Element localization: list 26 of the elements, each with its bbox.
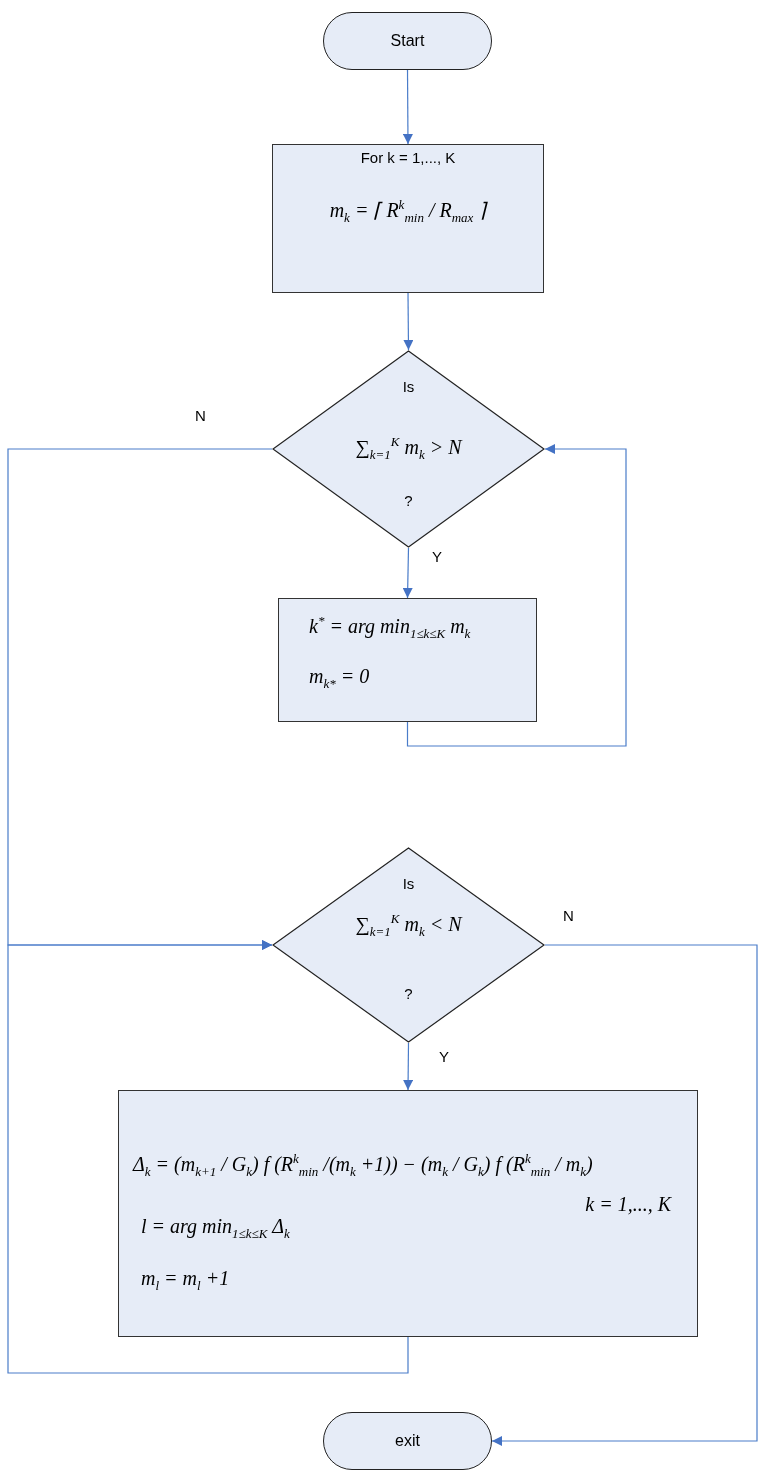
node-label: For k = 1,..., K xyxy=(359,149,457,166)
arrow xyxy=(402,547,413,599)
arrow xyxy=(402,69,413,145)
process-box xyxy=(118,1090,698,1337)
formula: l = arg min$_{1≤k≤K}$ Δ$_{k}$ xyxy=(141,1215,290,1242)
formula: m$_{l}$ = m$_{l}$ +1 xyxy=(141,1267,230,1294)
node-label: Is xyxy=(401,875,416,892)
node-label: ? xyxy=(403,985,414,1002)
formula: Δ$_{k}$ = (m$_{k+1}$ / G$_{k}$) f (R$^{k}$$_{min}$ /(m$_{k}$ +1)) − (m$_{k}$ / G$_{k}$) f (R$^{k}$$_{min}$ / m$_{k}$) xyxy=(133,1151,593,1180)
formula: k = 1,..., K xyxy=(585,1193,671,1216)
formula: m$_{k}$ = ⌈ R$^{k}$$_{min}$ / R$_{max}$ ⌉ xyxy=(328,197,489,226)
arrow xyxy=(7,940,409,1374)
arrow xyxy=(403,292,414,351)
process-box xyxy=(278,598,537,722)
terminal-label: Start xyxy=(390,32,425,50)
arrow xyxy=(491,944,758,1446)
formula: m$_{k*}$ = 0 xyxy=(309,665,370,692)
node-label: Is xyxy=(401,378,416,395)
arrow xyxy=(406,444,627,747)
formula: ∑$_{k=1}$$^{K}$ m$_{k}$ < N xyxy=(354,911,464,940)
node-label: ? xyxy=(403,492,414,509)
formula: k$^{*}$ = arg min$_{1≤k≤K}$ m$_{k}$ xyxy=(309,613,471,642)
formula: ∑$_{k=1}$$^{K}$ m$_{k}$ > N xyxy=(354,434,464,463)
arrow xyxy=(403,1042,414,1091)
process-box xyxy=(272,144,544,293)
terminal-label: exit xyxy=(395,1432,420,1450)
